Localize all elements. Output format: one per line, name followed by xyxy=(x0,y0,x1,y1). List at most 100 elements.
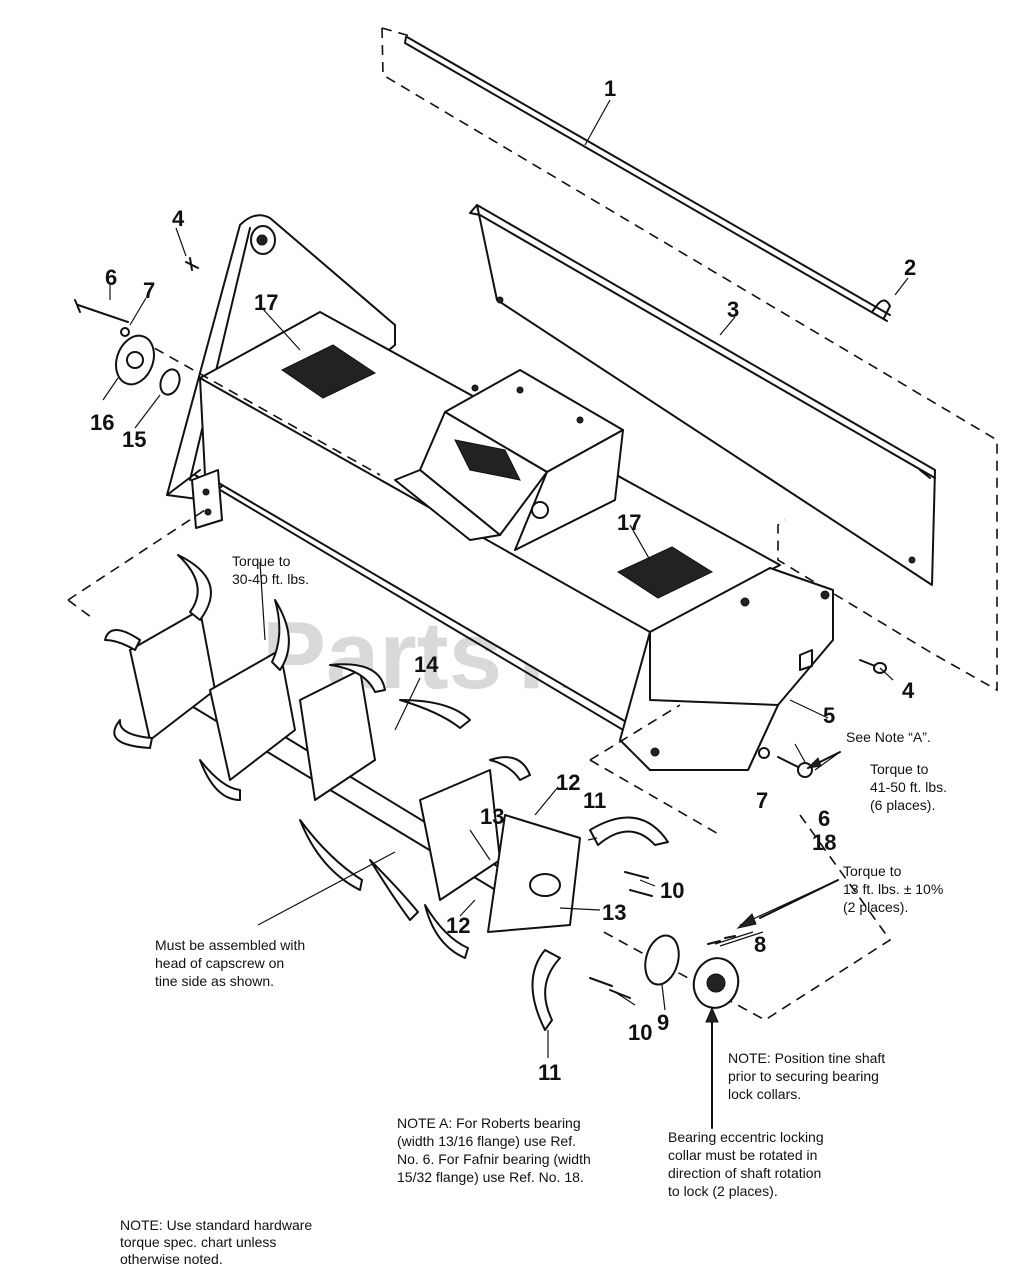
svg-text:Bearing eccentric locking: Bearing eccentric locking xyxy=(668,1129,824,1145)
nut-part-8 xyxy=(707,935,736,945)
bolt-part-10-lower xyxy=(589,977,631,999)
arrows xyxy=(705,751,841,1129)
rear-shield-dashed-top xyxy=(381,27,411,37)
svg-text:Torque to: Torque to xyxy=(870,761,929,777)
tiller-hood-edge xyxy=(194,474,641,741)
note-torque-tines: Torque to 30-40 ft. lbs. xyxy=(232,553,309,587)
side-plate-pivot-hole xyxy=(256,234,268,246)
note-hardware-torque: NOTE: Use standard hardware torque spec.… xyxy=(120,1217,312,1267)
svg-text:(6 places).: (6 places). xyxy=(870,797,935,813)
note-see-note-a: See Note “A”. xyxy=(846,729,931,745)
left-mount-bracket xyxy=(191,469,223,529)
plate-hole xyxy=(650,747,660,757)
plate-hole xyxy=(820,590,830,600)
callout-9: 9 xyxy=(657,1010,669,1035)
callout-11-lower: 11 xyxy=(538,1060,561,1085)
callout-18: 18 xyxy=(812,830,836,855)
svg-text:prior to securing bearing: prior to securing bearing xyxy=(728,1068,879,1084)
callout-15: 15 xyxy=(122,427,146,452)
tine-flange-1 xyxy=(129,609,216,741)
callout-8: 8 xyxy=(754,932,766,957)
callout-11-upper: 11 xyxy=(583,788,606,813)
center-mount-right xyxy=(514,429,624,551)
callout-17-right: 17 xyxy=(617,510,641,535)
tine-blades xyxy=(104,554,669,1031)
callout-6-left: 6 xyxy=(105,265,117,290)
center-mount-bushing xyxy=(531,501,549,519)
svg-text:to lock (2 places).: to lock (2 places). xyxy=(668,1183,778,1199)
bracket-hole xyxy=(202,488,210,496)
svg-text:direction of shaft rotation: direction of shaft rotation xyxy=(668,1165,821,1181)
note-capscrew: Must be assembled with head of capscrew … xyxy=(155,937,305,989)
callout-14: 14 xyxy=(414,652,439,677)
svg-text:NOTE A: For Roberts bearing: NOTE A: For Roberts bearing xyxy=(397,1115,581,1131)
svg-text:(width 13/16 flange) use Ref.: (width 13/16 flange) use Ref. xyxy=(397,1133,576,1149)
callout-1: 1 xyxy=(604,76,616,101)
capscrew-part-6-right xyxy=(777,756,801,769)
tine-flange-3 xyxy=(299,669,376,801)
svg-text:41-50 ft. lbs.: 41-50 ft. lbs. xyxy=(870,779,947,795)
svg-text:30-40 ft. lbs.: 30-40 ft. lbs. xyxy=(232,571,309,587)
callout-5: 5 xyxy=(823,703,835,728)
svg-text:Torque to: Torque to xyxy=(232,553,291,569)
callout-4-right: 4 xyxy=(902,678,915,703)
svg-text:lock collars.: lock collars. xyxy=(728,1086,801,1102)
callout-16: 16 xyxy=(90,410,114,435)
note-torque-bearing: Torque to 13 ft. lbs. ± 10% (2 places). xyxy=(843,863,943,915)
callout-12-upper: 12 xyxy=(556,770,580,795)
callout-7-left: 7 xyxy=(143,278,155,303)
capscrew-part-6-left xyxy=(74,299,129,323)
note-position-shaft: NOTE: Position tine shaft prior to secur… xyxy=(728,1050,885,1102)
callout-3: 3 xyxy=(727,297,739,322)
callout-12-lower: 12 xyxy=(446,913,470,938)
mount-hole xyxy=(471,384,479,392)
note-torque-side: Torque to 41-50 ft. lbs. (6 places). xyxy=(870,761,947,813)
vent-screen-left xyxy=(281,344,377,399)
tine-flange-2 xyxy=(209,649,296,781)
tine-assembly-dashed-outline xyxy=(67,509,892,1021)
svg-text:(2 places).: (2 places). xyxy=(843,899,908,915)
bearing-part-15 xyxy=(159,368,181,396)
svg-text:NOTE: Position tine shaft: NOTE: Position tine shaft xyxy=(728,1050,885,1066)
bracket-hole xyxy=(204,508,212,516)
svg-text:NOTE: Use standard hardware: NOTE: Use standard hardware xyxy=(120,1217,312,1233)
plate-hole xyxy=(740,597,750,607)
shield-panel-part-3 xyxy=(476,204,936,586)
center-mount-opening xyxy=(454,439,521,481)
svg-text:Torque to: Torque to xyxy=(843,863,902,879)
svg-text:tine side as shown.: tine side as shown. xyxy=(155,973,274,989)
callout-6-right: 6 xyxy=(818,806,830,831)
plate-bracket xyxy=(799,649,813,671)
rod-part-1 xyxy=(404,36,891,322)
note-a: NOTE A: For Roberts bearing (width 13/16… xyxy=(397,1115,591,1185)
shield-hole xyxy=(496,296,504,304)
svg-text:15/32 flange) use Ref. No. 18.: 15/32 flange) use Ref. No. 18. xyxy=(397,1169,584,1185)
clip-part-2 xyxy=(871,299,891,319)
bearing-flange-bore xyxy=(126,351,144,369)
svg-text:otherwise noted.: otherwise noted. xyxy=(120,1251,223,1267)
svg-text:torque spec. chart unless: torque spec. chart unless xyxy=(120,1234,276,1250)
capscrew-head-part-6-right xyxy=(797,762,813,778)
mount-hole xyxy=(576,416,584,424)
washer-part-7-right xyxy=(758,747,770,759)
callout-17-left: 17 xyxy=(254,290,278,315)
callout-10-lower: 10 xyxy=(628,1020,652,1045)
svg-text:Must be assembled with: Must be assembled with xyxy=(155,937,305,953)
callout-4-left: 4 xyxy=(172,206,185,231)
washer-part-7-left xyxy=(120,327,130,337)
svg-text:No. 6. For Fafnir bearing (wid: No. 6. For Fafnir bearing (width xyxy=(397,1151,591,1167)
right-side-plate-face xyxy=(619,631,779,771)
bolt-part-4-left xyxy=(185,257,199,271)
callout-7-right: 7 xyxy=(756,788,768,813)
callout-2: 2 xyxy=(904,255,916,280)
tine-end-plate xyxy=(487,814,581,933)
rear-shield-dashed-outline xyxy=(381,27,998,692)
vent-screen-right xyxy=(616,546,714,599)
shield-panel-lip xyxy=(469,204,936,479)
callout-13-lower: 13 xyxy=(602,900,626,925)
center-mount-base xyxy=(394,469,501,541)
bolt-part-10-upper xyxy=(624,871,653,897)
callout-13-upper: 13 xyxy=(480,804,504,829)
svg-text:collar must be rotated in: collar must be rotated in xyxy=(668,1147,817,1163)
